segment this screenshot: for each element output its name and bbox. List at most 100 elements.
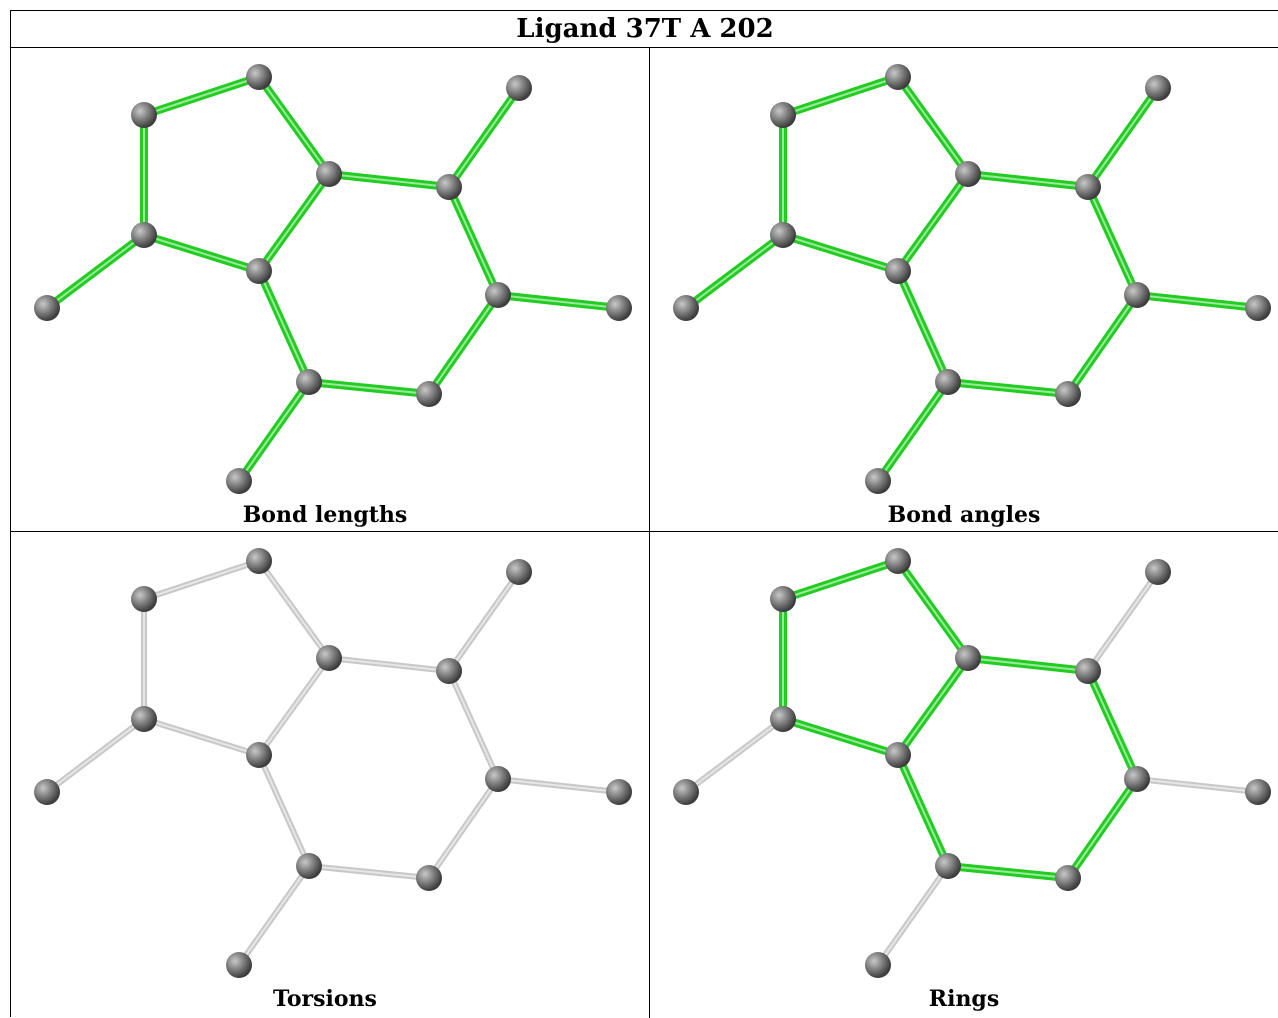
bond-highlight-sheen (143, 560, 260, 600)
bond-highlight-sheen (1136, 294, 1259, 309)
bond-highlight-sheen (328, 657, 450, 672)
atom (1245, 779, 1271, 805)
bond-highlight-sheen (877, 865, 949, 966)
panel-bond-angles (650, 48, 1278, 508)
molecule-diagram (34, 548, 632, 978)
bond-highlight-sheen (1087, 186, 1138, 296)
bond-highlight-sheen (143, 718, 260, 756)
bond-highlight-sheen (448, 670, 499, 780)
atom (296, 369, 322, 395)
atom (506, 75, 532, 101)
atom (246, 742, 272, 768)
bond-highlight-sheen (428, 294, 499, 395)
caption-bond-lengths: Bond lengths (242, 502, 408, 528)
atom (316, 645, 342, 671)
bond-highlight-sheen (258, 657, 330, 756)
atom (1124, 282, 1150, 308)
atom (935, 369, 961, 395)
panel-bond-lengths (11, 48, 639, 508)
bond-highlight-sheen (497, 294, 620, 309)
bond-highlight-sheen (1067, 778, 1138, 879)
bond-highlight-sheen (782, 76, 899, 116)
atom (226, 468, 252, 494)
atom (955, 161, 981, 187)
bond-highlight-sheen (685, 718, 784, 793)
bond-highlight-sheen (448, 571, 520, 672)
atom (606, 779, 632, 805)
ligand-table: Ligand 37T A 202 Bond lengths Bond angle… (10, 10, 1278, 1018)
atom (885, 258, 911, 284)
atom (506, 559, 532, 585)
bond-highlight-sheen (46, 718, 145, 793)
caption-rings: Rings (928, 986, 1000, 1012)
bond-highlight-sheen (897, 173, 969, 272)
bond-highlight-sheen (967, 657, 1089, 672)
atom (935, 853, 961, 879)
atom (131, 222, 157, 248)
atom (1245, 295, 1271, 321)
atom (131, 102, 157, 128)
atom (770, 222, 796, 248)
atom (416, 381, 442, 407)
atom (1075, 174, 1101, 200)
atom (131, 706, 157, 732)
bond-highlight-sheen (877, 381, 949, 482)
atom (485, 282, 511, 308)
atom (226, 952, 252, 978)
bond-highlight-sheen (1087, 571, 1159, 672)
bond-highlight-sheen (897, 76, 969, 175)
atom (1075, 658, 1101, 684)
bond-highlight-sheen (1136, 778, 1259, 793)
atom (885, 64, 911, 90)
panel-torsions (11, 532, 639, 992)
atom (770, 586, 796, 612)
atom (34, 295, 60, 321)
caption-torsions: Torsions (273, 986, 377, 1012)
atom (673, 295, 699, 321)
atom (885, 742, 911, 768)
table-title: Ligand 37T A 202 (11, 11, 1278, 48)
bond-highlight-sheen (897, 270, 949, 383)
atom (436, 174, 462, 200)
bond-highlight-sheen (258, 270, 310, 383)
column-divider (649, 48, 650, 1018)
bond-highlight-sheen (143, 76, 260, 116)
bond-highlight-sheen (258, 560, 330, 659)
bond-highlight-sheen (308, 865, 430, 879)
molecule-diagram (673, 64, 1271, 494)
bond-highlight-sheen (428, 778, 499, 879)
atom (1145, 559, 1171, 585)
atom (1124, 766, 1150, 792)
molecule-diagram (34, 64, 632, 494)
atom (770, 706, 796, 732)
panel-rings (650, 532, 1278, 992)
atom (34, 779, 60, 805)
bond-highlight-sheen (258, 173, 330, 272)
bond-highlight-sheen (947, 865, 1069, 879)
bond-highlight-sheen (238, 865, 310, 966)
bond-highlight-sheen (947, 381, 1069, 395)
bond-highlight-sheen (782, 234, 899, 272)
atom (673, 779, 699, 805)
atom (770, 102, 796, 128)
bond-highlight-sheen (238, 381, 310, 482)
atom (1145, 75, 1171, 101)
bond-highlight-sheen (328, 173, 450, 188)
bond-highlight-sheen (448, 186, 499, 296)
atom (131, 586, 157, 612)
row-divider (11, 531, 1278, 532)
atom (316, 161, 342, 187)
bond-highlight-sheen (897, 657, 969, 756)
bond-highlight-sheen (967, 173, 1089, 188)
atom (485, 766, 511, 792)
atom (606, 295, 632, 321)
bond-highlight-sheen (782, 560, 899, 600)
bond-highlight-sheen (897, 560, 969, 659)
atom (885, 548, 911, 574)
bond-highlight-sheen (1087, 87, 1159, 188)
atom (1055, 865, 1081, 891)
bond-highlight-sheen (685, 234, 784, 309)
bond-highlight-sheen (448, 87, 520, 188)
bond-highlight-sheen (897, 754, 949, 867)
atom (436, 658, 462, 684)
